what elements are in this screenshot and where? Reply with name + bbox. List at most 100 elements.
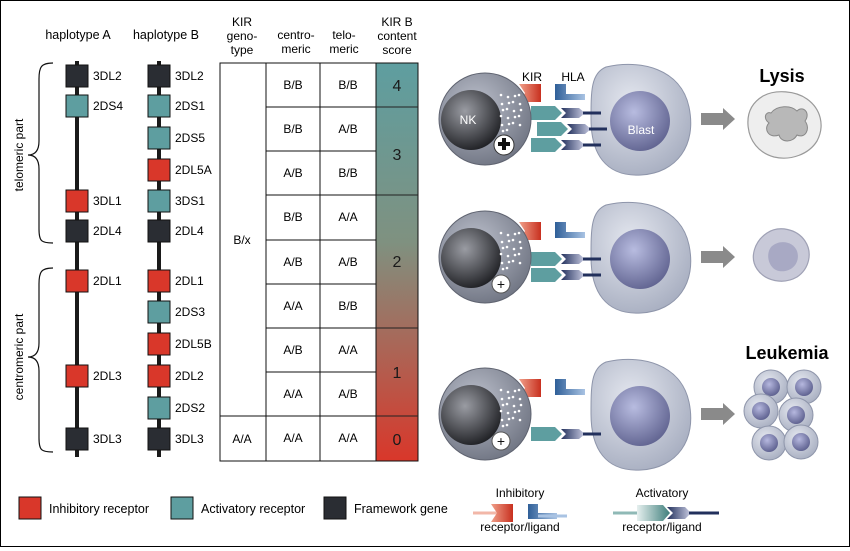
interaction-panel: + <box>438 358 735 471</box>
score-2: 2 <box>393 254 402 271</box>
haplotype-a-gene-label: 2DL3 <box>93 369 122 383</box>
activatory-receptor-icon <box>537 122 568 136</box>
blast-nucleus <box>610 229 670 289</box>
haplotype-a-gene-label: 2DS4 <box>93 99 123 113</box>
haplotype-b-gene-label: 3DL2 <box>175 69 204 83</box>
legend-activatory-sub: receptor/ligand <box>622 520 701 534</box>
hla-ligand-icon <box>555 84 585 100</box>
legend-framework-label: Framework gene <box>354 502 448 516</box>
telomeric-cell: B/B <box>338 78 357 92</box>
plus-icon <box>498 138 510 150</box>
centromeric-cell: B/B <box>283 210 302 224</box>
haplotype-b-gene-box <box>147 158 171 182</box>
haplotype-b-gene-label: 2DL1 <box>175 274 204 288</box>
haplotype-b-header: haplotype B <box>133 28 199 42</box>
centromeric-cell: B/B <box>283 78 302 92</box>
svg-text:score: score <box>382 43 412 57</box>
activatory-ligand-icon <box>567 124 591 134</box>
activatory-ligand-icon <box>561 254 585 264</box>
telomeric-cell: A/B <box>338 387 357 401</box>
centromeric-header: centro- meric <box>277 28 314 56</box>
haplotype-b-gene-label: 2DS1 <box>175 99 205 113</box>
plus-icon: + <box>497 276 505 292</box>
centromeric-brace <box>27 267 54 453</box>
hla-label: HLA <box>561 70 584 84</box>
legend-activatory-pair-icon <box>613 505 719 521</box>
plus-icon: + <box>497 433 505 449</box>
centromeric-cell: A/A <box>283 431 302 445</box>
legend-inhibitory-pair-icon <box>473 504 567 522</box>
telomeric-cell: A/A <box>338 431 357 445</box>
haplotype-a-gene-label: 3DL2 <box>93 69 122 83</box>
centromeric-part-label: centromeric part <box>12 313 26 400</box>
nk-granules <box>499 93 523 133</box>
haplotype-a-header: haplotype A <box>45 28 111 42</box>
legend-inhibitory-swatch <box>18 496 42 520</box>
activatory-receptor-icon <box>531 138 562 152</box>
blast-nucleus <box>610 91 670 151</box>
centromeric-cell: A/A <box>283 299 302 313</box>
haplotype-b-gene-label: 2DS5 <box>175 131 205 145</box>
activatory-ligand-icon <box>561 270 585 280</box>
legend-inhibitory-title: Inhibitory <box>496 486 545 500</box>
svg-text:meric: meric <box>329 42 358 56</box>
haplotype-b-gene-box <box>147 189 171 213</box>
telomeric-header: telo- meric <box>329 28 358 56</box>
nk-granules <box>499 388 523 428</box>
haplotype-b-gene-label: 2DS3 <box>175 305 205 319</box>
haplotype-b-gene-box <box>147 64 171 88</box>
telomeric-cell: A/B <box>338 255 357 269</box>
activatory-ligand-icon <box>561 108 585 118</box>
haplotype-a-gene-box <box>65 364 89 388</box>
activation-plus-bg <box>491 431 511 451</box>
telomeric-cell: B/B <box>338 299 357 313</box>
leukemia-nucleus <box>752 402 770 420</box>
activatory-ligand-icon <box>561 140 585 150</box>
kir-label: KIR <box>522 70 542 84</box>
activatory-receptor-icon <box>531 106 562 120</box>
blast-nucleus <box>610 386 670 446</box>
outcome-arrow <box>701 246 735 268</box>
haplotype-a-gene-label: 3DL1 <box>93 194 122 208</box>
legend-inhibitory-label: Inhibitory receptor <box>49 502 149 516</box>
leukemia-title: Leukemia <box>745 343 829 363</box>
centromeric-cell: A/B <box>283 166 302 180</box>
score-dividers <box>376 106 418 417</box>
nk-granules <box>499 231 523 271</box>
leukemia-nucleus <box>760 434 778 452</box>
haplotype-b-gene-label: 2DS2 <box>175 401 205 415</box>
leukemia-nucleus <box>795 378 813 396</box>
nk-nucleus <box>441 385 501 445</box>
svg-text:type: type <box>231 43 254 57</box>
score-4: 4 <box>393 78 402 95</box>
leukemia-cluster <box>743 369 822 461</box>
shrinking-cell <box>752 228 810 282</box>
haplotype-a-gene-box <box>65 94 89 118</box>
interaction-panel: + <box>438 201 735 314</box>
kir-genotype-header: KIR geno- type <box>227 15 258 57</box>
haplotype-b-gene-box <box>147 300 171 324</box>
score-values: 4 3 2 1 0 <box>393 78 402 449</box>
legend-framework-swatch <box>323 496 347 520</box>
activation-plus-bg <box>491 274 511 294</box>
haplotype-a-gene-box <box>65 427 89 451</box>
centromeric-cell: A/B <box>283 255 302 269</box>
activatory-receptor-icon <box>531 252 562 266</box>
haplotype-b-gene-label: 2DL5B <box>175 337 212 351</box>
haplotype-b-gene-box <box>147 427 171 451</box>
haplotype-a-gene-label: 2DL4 <box>93 224 122 238</box>
activatory-ligand-icon <box>561 429 585 439</box>
haplotype-a-gene-box <box>65 219 89 243</box>
outcome-arrow <box>701 403 735 425</box>
outcome-arrow <box>701 108 735 130</box>
score-1: 1 <box>393 365 402 382</box>
nk-nucleus <box>441 228 501 288</box>
telomeric-cell: A/A <box>338 343 357 357</box>
nk-nucleus <box>441 90 501 150</box>
haplotype-b-gene-label: 2DL4 <box>175 224 204 238</box>
haplotype-a-gene-box <box>65 189 89 213</box>
